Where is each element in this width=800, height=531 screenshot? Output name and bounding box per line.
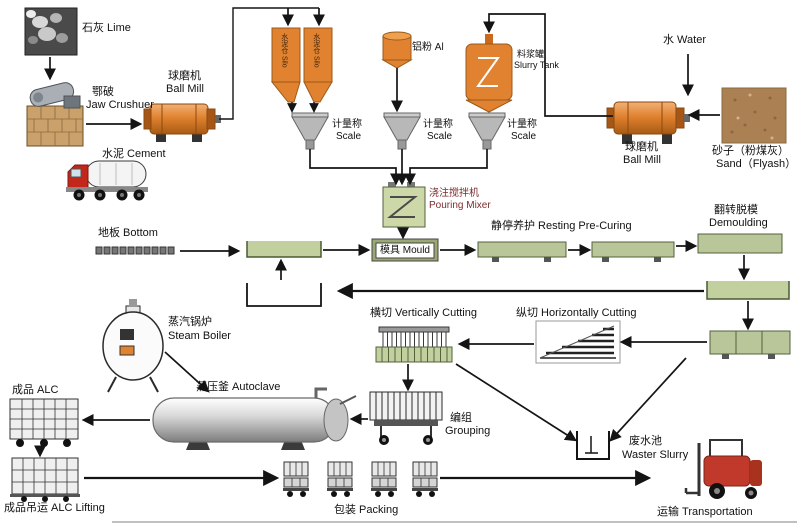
- jaw-crusher: [26, 82, 84, 147]
- lime-photo: [24, 7, 78, 56]
- label-grouping-zh: 编组: [450, 412, 472, 424]
- label-lime: 石灰 Lime: [82, 22, 131, 34]
- alc-lifting-rack: [10, 457, 80, 502]
- mould-return-bracket: [246, 283, 322, 307]
- aluminum-powder-bin: [381, 31, 413, 69]
- label-sand-en: Sand（Flyash）: [716, 158, 797, 170]
- packing-pallet-2: [327, 461, 353, 497]
- label-bottom: 地板 Bottom: [98, 227, 158, 239]
- label-aluminum: 铝粉 Al: [412, 42, 444, 53]
- label-transportation: 运输 Transportation: [657, 506, 753, 518]
- label-resting: 静停养护 Resting Pre-Curing: [491, 220, 632, 232]
- label-ball-mill-right-zh: 球磨机: [625, 141, 658, 153]
- vertical-cutting-machine: [375, 326, 453, 363]
- label-sand-zh: 砂子（粉煤灰）: [712, 145, 789, 157]
- cement-truck: [66, 160, 148, 201]
- forklift: [684, 439, 762, 499]
- ball-mill-right: [606, 101, 690, 144]
- waste-slurry-pit: [576, 431, 610, 460]
- label-alc-lifting: 成品吊运 ALC Lifting: [4, 502, 105, 514]
- label-ball-mill-right-en: Ball Mill: [623, 154, 661, 166]
- bottom-plate-chain: [95, 246, 175, 255]
- alc-finished-rack: [9, 398, 79, 447]
- steam-boiler: [102, 299, 164, 393]
- cement-silo-2: [303, 27, 333, 103]
- autoclave: [152, 387, 357, 450]
- cutting-line-tray: [709, 330, 791, 359]
- label-slurry-tank-en: Slurry Tank: [514, 60, 559, 70]
- label-scale-1-en: Scale: [336, 131, 362, 142]
- label-waste-en: Waster Slurry: [622, 449, 689, 461]
- label-scale-1-zh: 计量称: [332, 119, 362, 130]
- label-demoulding-en: Demoulding: [709, 217, 768, 229]
- pouring-mixer: [382, 182, 426, 228]
- sand-flyash-photo: [721, 87, 787, 144]
- label-steam-boiler-zh: 蒸汽锅炉: [168, 316, 212, 328]
- label-silo-2: 水泥仓 Silo: [312, 33, 320, 68]
- demoulding-tray: [697, 233, 783, 254]
- label-alc: 成品 ALC: [12, 384, 59, 396]
- mould-box: [371, 238, 439, 262]
- packing-pallet-4: [412, 461, 438, 497]
- label-jaw-crusher-zh: 鄂破: [92, 86, 114, 98]
- label-steam-boiler-en: Steam Boiler: [168, 330, 231, 342]
- resting-tray-2: [591, 241, 675, 262]
- label-pouring-mixer-zh: 浇注搅拌机: [429, 188, 479, 199]
- label-autoclave: 蒸压釜 Autoclave: [196, 381, 281, 393]
- scale-hopper-2: [383, 112, 421, 150]
- resting-tray-1: [477, 241, 567, 262]
- label-scale-2-zh: 计量称: [423, 119, 453, 130]
- horizontal-cutting-machine: [535, 320, 621, 364]
- scale-hopper-3: [468, 112, 506, 150]
- packing-pallet-3: [371, 461, 397, 497]
- label-water: 水 Water: [663, 34, 706, 46]
- label-horizontal-cutting: 纵切 Horizontally Cutting: [516, 307, 637, 319]
- scale-hopper-1: [291, 112, 329, 150]
- slurry-tank: [465, 34, 513, 113]
- label-waste-zh: 废水池: [629, 435, 662, 447]
- label-scale-2-en: Scale: [427, 131, 453, 142]
- label-ball-mill-left-en: Ball Mill: [166, 83, 204, 95]
- transfer-tray: [706, 281, 790, 300]
- grouping-cart: [369, 391, 443, 445]
- label-slurry-tank-zh: 料浆罐: [517, 49, 545, 59]
- label-cement: 水泥 Cement: [102, 148, 166, 160]
- label-ball-mill-left-zh: 球磨机: [168, 70, 201, 82]
- label-vertical-cutting: 横切 Vertically Cutting: [370, 307, 477, 319]
- mould-tray: [246, 241, 322, 258]
- label-silo-1: 水泥仓 Silo: [280, 33, 288, 68]
- label-jaw-crusher-en: Jaw Crushuer: [86, 99, 154, 111]
- label-mould: 模具 Mould: [379, 245, 430, 256]
- label-scale-3-zh: 计量称: [507, 119, 537, 130]
- flow-arrows: [34, 7, 754, 487]
- label-scale-3-en: Scale: [511, 131, 537, 142]
- cement-silo-1: [270, 27, 301, 103]
- label-demoulding-zh: 翻转脱模: [714, 204, 758, 216]
- label-packing: 包装 Packing: [334, 504, 399, 516]
- label-grouping-en: Grouping: [445, 425, 491, 437]
- label-pouring-mixer-en: Pouring Mixer: [429, 200, 491, 211]
- packing-pallet-1: [283, 461, 309, 497]
- ball-mill-left: [143, 103, 221, 142]
